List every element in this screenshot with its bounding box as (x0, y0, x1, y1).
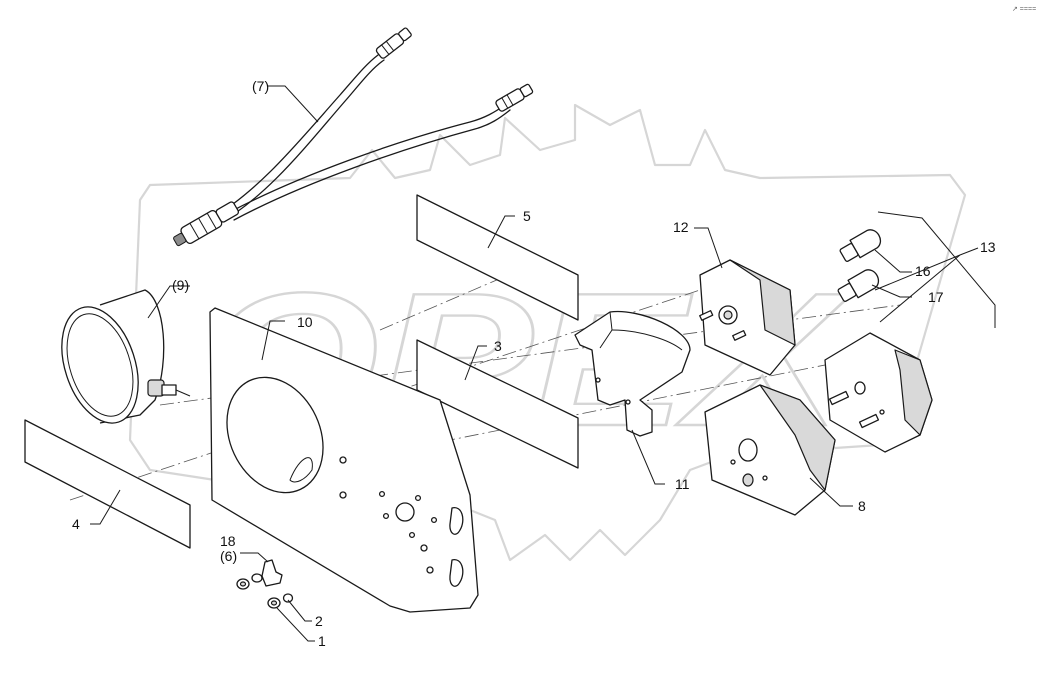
callout-6: (6) (220, 548, 237, 564)
bulb-16 (839, 229, 882, 262)
leader-lines (90, 85, 996, 642)
lamp-bracket (574, 310, 691, 437)
callout-7: 8 (858, 498, 866, 514)
marker-lamp-13 (699, 259, 796, 376)
callout-12: 11 (675, 476, 690, 492)
callout-4: 4 (72, 516, 80, 532)
lamp-housing-7 (704, 384, 836, 516)
watermark-gear (128, 103, 967, 562)
callout-11: 10 (297, 314, 313, 330)
callout-17: 17 (928, 289, 944, 305)
mounting-plate (209, 307, 479, 613)
cable-harness (173, 27, 534, 247)
callout-8: (7) (252, 78, 269, 94)
bulb-17 (837, 269, 880, 302)
reflector-strip-4 (24, 419, 191, 549)
corner-mark: ↗ ==== (1012, 6, 1036, 13)
callout-5: 5 (523, 208, 531, 224)
callout-13: 12 (673, 219, 689, 235)
callout-3: 3 (494, 338, 502, 354)
callout-1: 1 (318, 633, 326, 649)
callout-10: (9) (172, 277, 189, 293)
callout-labels: (7) (9) 10 5 3 4 12 11 8 13 16 17 18 (6)… (72, 78, 996, 649)
callout-18: 18 (220, 533, 236, 549)
callout-2: 2 (315, 613, 323, 629)
reflector-strip-5 (416, 194, 579, 321)
callout-16: 16 (915, 263, 931, 279)
callout-9: 13 (980, 239, 996, 255)
lamp-lens-9 (824, 332, 933, 453)
reflector-strip-3 (416, 339, 579, 469)
round-work-lamp (61, 289, 191, 424)
hardware (236, 559, 294, 609)
